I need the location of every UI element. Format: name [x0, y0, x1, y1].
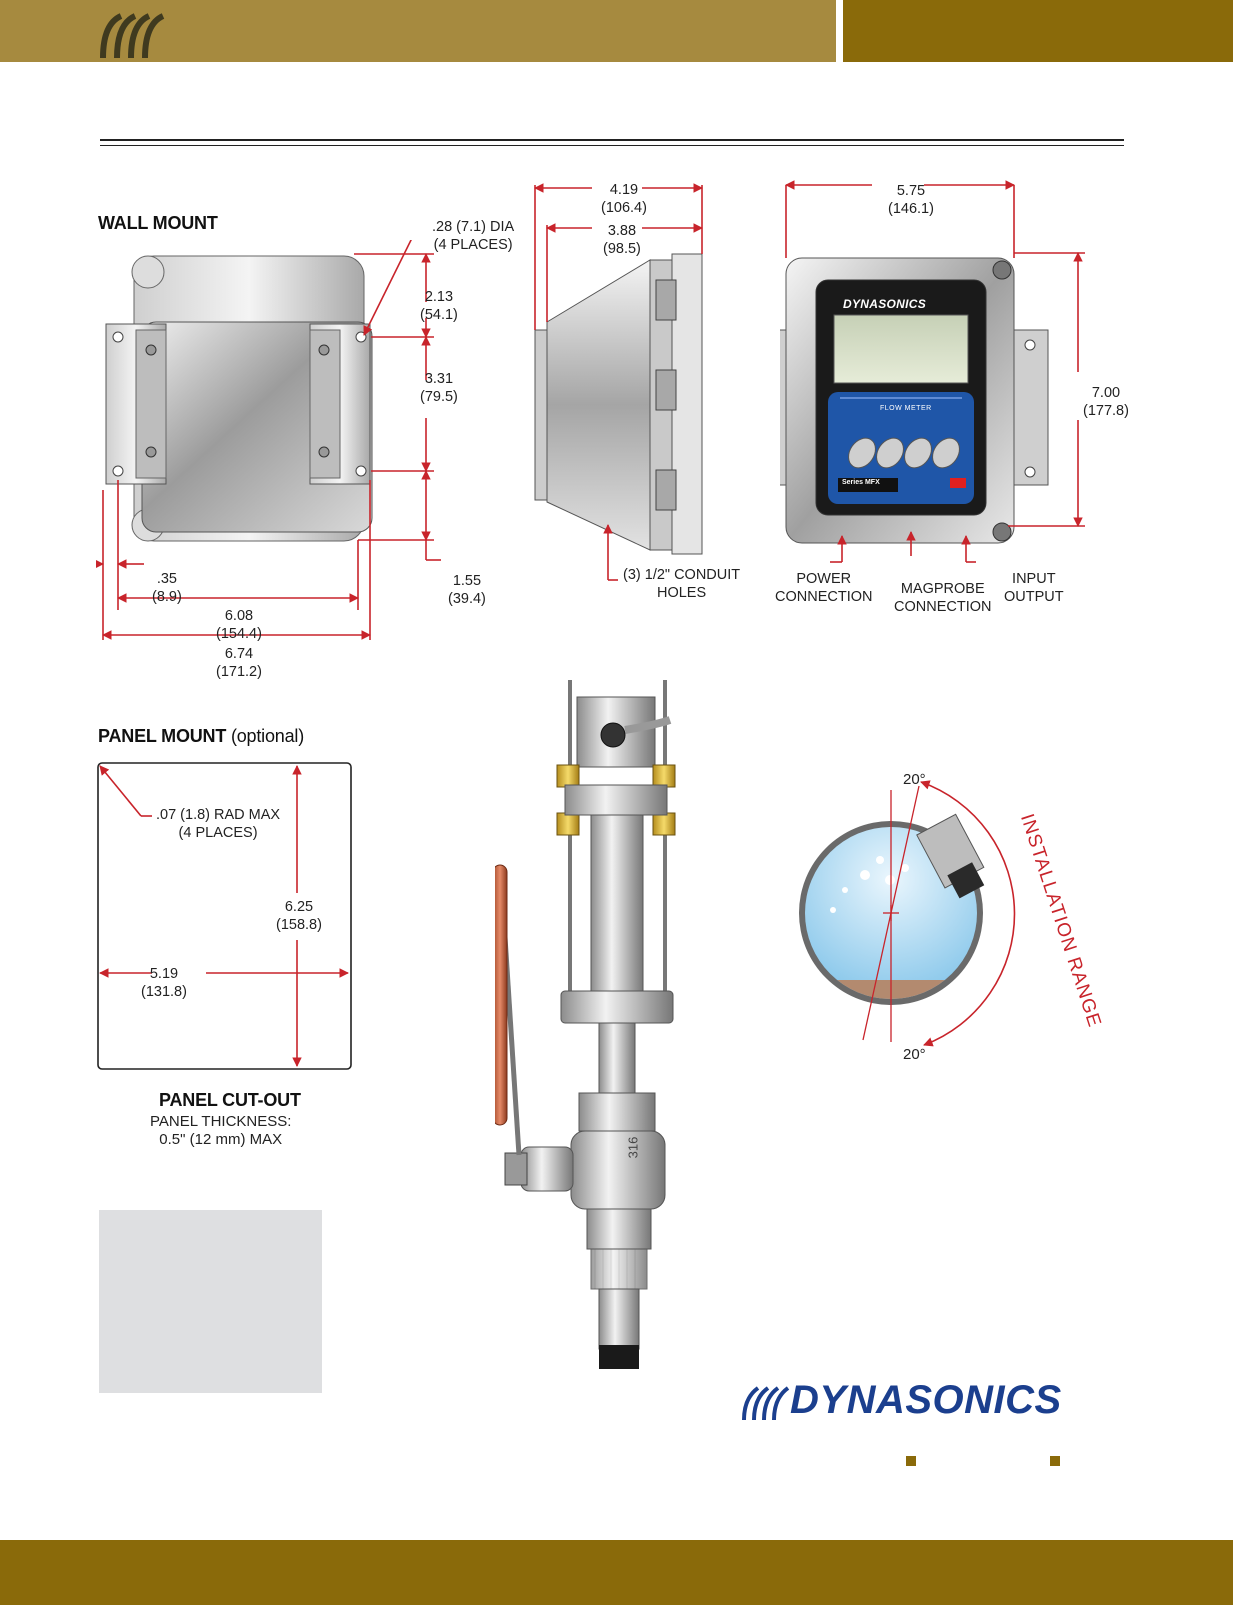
panel-dim-height: 6.25 (158.8)	[276, 899, 322, 933]
footer-bullet-2	[1050, 1456, 1060, 1466]
header-band-right	[843, 0, 1233, 62]
front-view-drawing	[780, 180, 1085, 563]
footer-band	[0, 1540, 1233, 1605]
panel-radius-label: .07 (1.8) RAD MAX (4 PLACES)	[156, 807, 281, 841]
angle-bottom-label: 20°	[903, 1046, 926, 1063]
wall-dim-bottom: 1.55 (39.4)	[448, 573, 486, 607]
front-dim-width: 5.75 (146.1)	[888, 183, 934, 217]
wall-hole-dia-label: .28 (7.1) DIA (4 PLACES)	[432, 219, 515, 253]
front-io-label: INPUT OUTPUT	[1004, 571, 1064, 605]
title-rule-thick	[100, 139, 1124, 141]
front-magprobe-label: MAGPROBE CONNECTION	[894, 581, 992, 615]
header-band-left	[0, 0, 836, 62]
front-power-label: POWER CONNECTION	[775, 571, 873, 605]
angle-top-label: 20°	[903, 771, 926, 788]
panel-cutout-drawing	[97, 762, 352, 1070]
header-logo-icon	[100, 13, 165, 59]
front-panel-label: FLOW METER	[880, 405, 932, 412]
front-dim-height: 7.00 (177.8)	[1083, 385, 1129, 419]
panel-cutout-title: PANEL CUT-OUT	[159, 1090, 301, 1110]
side-conduit-label: (3) 1/2" CONDUIT HOLES	[623, 567, 741, 601]
wall-dim-edge: .35 (8.9)	[152, 571, 182, 605]
side-view-drawing	[534, 183, 703, 581]
panel-thickness-note: PANEL THICKNESS: 0.5" (12 mm) MAX	[150, 1113, 292, 1148]
wall-dim-inner-width: 6.08 (154.4)	[216, 608, 262, 642]
front-series-label: Series MFX	[842, 479, 880, 486]
wall-mount-drawing	[96, 240, 441, 640]
dynasonics-logo-text: DYNASONICS	[790, 1378, 1062, 1422]
side-dim-outer: 4.19 (106.4)	[601, 182, 647, 216]
panel-dim-width: 5.19 (131.8)	[141, 966, 187, 1000]
title-rule-thin	[100, 145, 1124, 146]
wall-dim-outer-width: 6.74 (171.2)	[216, 646, 262, 680]
front-brand-label: DYNASONICS	[843, 297, 927, 311]
probe-assembly-drawing	[495, 680, 676, 1369]
footer-bullet-1	[906, 1456, 916, 1466]
installation-range-drawing	[799, 780, 1016, 1047]
note-box	[99, 1210, 322, 1393]
side-dim-inner: 3.88 (98.5)	[603, 223, 641, 257]
valve-316-mark: 316	[625, 1136, 641, 1159]
wall-dim-mid: 3.31 (79.5)	[420, 371, 458, 405]
wall-dim-top: 2.13 (54.1)	[420, 289, 458, 323]
panel-mount-heading: PANEL MOUNT (optional)	[98, 726, 304, 746]
dynasonics-logo-icon	[742, 1386, 790, 1421]
wall-mount-heading: WALL MOUNT	[98, 213, 218, 233]
